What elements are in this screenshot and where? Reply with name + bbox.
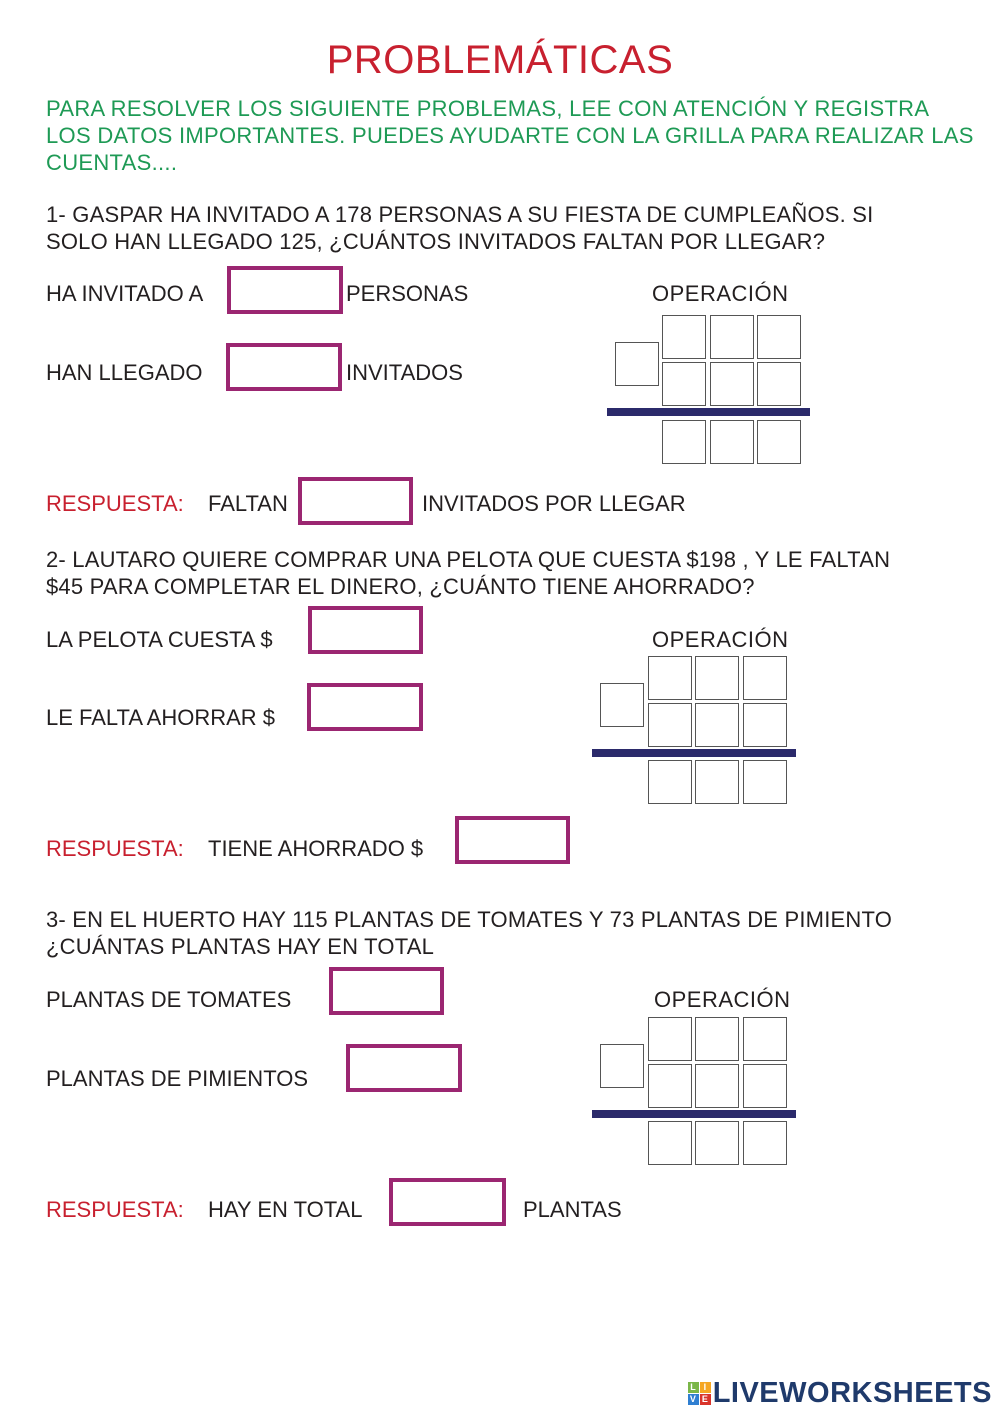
answer-3-input[interactable]	[389, 1178, 506, 1226]
field-label: LE FALTA AHORRAR $	[46, 705, 276, 730]
grid-cell[interactable]	[743, 703, 787, 747]
instructions: PARA RESOLVER LOS SIGUIENTE PROBLEMAS, L…	[46, 96, 974, 175]
result-cell[interactable]	[648, 760, 692, 804]
question-line: 3- EN EL HUERTO HAY 115 PLANTAS DE TOMAT…	[46, 907, 893, 932]
grid-cell[interactable]	[710, 315, 754, 359]
question-line: 1- GASPAR HA INVITADO A 178 PERSONAS A S…	[46, 202, 874, 227]
problem-2-question: 2- LAUTARO QUIERE COMPRAR UNA PELOTA QUE…	[46, 546, 986, 600]
grid-cell[interactable]	[757, 362, 801, 406]
grid-cell[interactable]	[648, 703, 692, 747]
question-line: $45 PARA COMPLETAR EL DINERO, ¿CUÁNTO TI…	[46, 574, 755, 599]
answer-text: HAY EN TOTAL	[208, 1197, 363, 1222]
grid-cell[interactable]	[695, 1064, 739, 1108]
tomato-plants-input[interactable]	[329, 967, 444, 1015]
answer-text: FALTAN	[208, 491, 288, 516]
answer-label: RESPUESTA:	[46, 1197, 184, 1222]
logo-tiles-icon: L I V E	[687, 1382, 711, 1405]
grid-cell[interactable]	[757, 315, 801, 359]
field-label: INVITADOS	[346, 360, 463, 385]
field-label: HA INVITADO A	[46, 281, 204, 306]
page-title: PROBLEMÁTICAS	[326, 38, 674, 82]
field-label: PLANTAS DE PIMIENTOS	[46, 1066, 309, 1091]
grid-cell[interactable]	[648, 656, 692, 700]
grid-cell[interactable]	[648, 1017, 692, 1061]
answer-text: INVITADOS POR LLEGAR	[422, 491, 686, 516]
answer-1-input[interactable]	[298, 477, 413, 525]
logo-tile: V	[687, 1394, 699, 1405]
grid-cell[interactable]	[662, 315, 706, 359]
result-cell[interactable]	[710, 420, 754, 464]
logo-tile: L	[687, 1382, 699, 1393]
carry-cell[interactable]	[600, 1044, 644, 1088]
grid-cell[interactable]	[743, 1064, 787, 1108]
operation-bar	[592, 749, 796, 757]
grid-cell[interactable]	[695, 656, 739, 700]
answer-label: RESPUESTA:	[46, 836, 184, 861]
problem-1-question: 1- GASPAR HA INVITADO A 178 PERSONAS A S…	[46, 201, 986, 255]
field-label: PERSONAS	[346, 281, 469, 306]
carry-cell[interactable]	[600, 683, 644, 727]
grid-cell[interactable]	[743, 656, 787, 700]
result-cell[interactable]	[743, 1121, 787, 1165]
problem-3-question: 3- EN EL HUERTO HAY 115 PLANTAS DE TOMAT…	[46, 906, 986, 960]
arrived-count-input[interactable]	[226, 343, 342, 391]
field-label: LA PELOTA CUESTA $	[46, 627, 273, 652]
ball-price-input[interactable]	[308, 606, 423, 654]
operation-bar	[607, 408, 810, 416]
invited-count-input[interactable]	[227, 266, 343, 314]
grid-cell[interactable]	[662, 362, 706, 406]
operation-bar	[592, 1110, 796, 1118]
field-label: PLANTAS DE TOMATES	[46, 987, 292, 1012]
question-line: SOLO HAN LLEGADO 125, ¿CUÁNTOS INVITADOS…	[46, 229, 826, 254]
operation-label: OPERACIÓN	[652, 281, 789, 306]
operation-label: OPERACIÓN	[652, 627, 789, 652]
grid-cell[interactable]	[710, 362, 754, 406]
logo-tile: I	[699, 1382, 711, 1393]
result-cell[interactable]	[662, 420, 706, 464]
grid-cell[interactable]	[743, 1017, 787, 1061]
grid-cell[interactable]	[695, 703, 739, 747]
operation-label: OPERACIÓN	[654, 987, 791, 1012]
result-cell[interactable]	[743, 760, 787, 804]
answer-label: RESPUESTA:	[46, 491, 184, 516]
answer-2-input[interactable]	[455, 816, 570, 864]
missing-amount-input[interactable]	[307, 683, 423, 731]
result-cell[interactable]	[648, 1121, 692, 1165]
logo-text: LIVEWORKSHEETS	[712, 1377, 992, 1409]
grid-cell[interactable]	[695, 1017, 739, 1061]
pepper-plants-input[interactable]	[346, 1044, 462, 1092]
grid-cell[interactable]	[648, 1064, 692, 1108]
answer-text: PLANTAS	[523, 1197, 622, 1222]
carry-cell[interactable]	[615, 342, 659, 386]
logo-tile: E	[699, 1394, 711, 1405]
field-label: HAN LLEGADO	[46, 360, 203, 385]
result-cell[interactable]	[695, 760, 739, 804]
question-line: 2- LAUTARO QUIERE COMPRAR UNA PELOTA QUE…	[46, 547, 891, 572]
question-line: ¿CUÁNTAS PLANTAS HAY EN TOTAL	[46, 934, 435, 959]
result-cell[interactable]	[695, 1121, 739, 1165]
result-cell[interactable]	[757, 420, 801, 464]
answer-text: TIENE AHORRADO $	[208, 836, 424, 861]
liveworksheets-logo: L I V E LIVEWORKSHEETS	[687, 1377, 992, 1410]
